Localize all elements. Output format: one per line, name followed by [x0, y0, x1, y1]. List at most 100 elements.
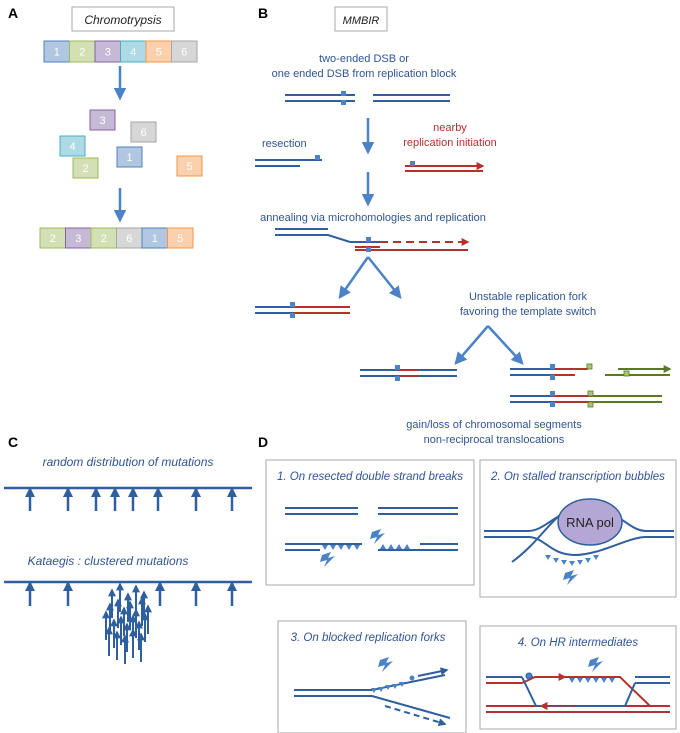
cytosine-deamination-mark — [392, 684, 398, 689]
cytosine-deamination-mark — [569, 561, 575, 566]
title-box-a — [71, 6, 175, 32]
segment-label: 5 — [186, 161, 192, 173]
segment-scatter: 3 6 42 1 5 — [59, 109, 203, 179]
panel-d-box-1 — [265, 459, 475, 586]
cytosine-deamination-mark — [371, 688, 377, 693]
hr-intermediate-diagram — [486, 657, 670, 713]
branch-arrow — [338, 256, 370, 300]
clustered-mutation-arrows — [25, 581, 237, 664]
replication-initiation-dna — [405, 161, 485, 172]
cytosine-deamination-mark — [330, 545, 336, 550]
segment-label: 1 — [152, 233, 158, 245]
cytosine-deamination-mark — [609, 678, 615, 683]
cytosine-deamination-mark — [385, 685, 391, 690]
segment-2: 2 — [69, 40, 96, 63]
cytosine-deamination-mark — [338, 545, 344, 550]
segment-4: 4 — [59, 135, 86, 157]
cytosine-deamination-mark — [561, 560, 567, 565]
title-box-b — [334, 6, 388, 32]
cytosine-deamination-mark — [601, 678, 607, 683]
cytosine-deamination-mark — [553, 558, 559, 563]
segment-label: 2 — [82, 163, 88, 175]
segment-label: 3 — [99, 115, 105, 127]
segment-label: 4 — [69, 141, 75, 153]
segment-2: 2 — [72, 157, 99, 179]
cytosine-deamination-mark — [569, 678, 575, 683]
cytosine-deamination-mark — [593, 678, 599, 683]
cytosine-deamination-mark — [404, 544, 410, 549]
segment-1: 1 — [43, 40, 70, 63]
cytosine-deamination-mark — [322, 545, 328, 550]
random-distribution-label: random distribution of mutations — [43, 455, 214, 469]
cytosine-deamination-mark — [585, 558, 591, 563]
segment-label: 2 — [101, 233, 107, 245]
panel-a-title: Chromotrypsis — [84, 13, 161, 27]
segment-label: 5 — [177, 233, 183, 245]
box3-title: 3. On blocked replication forks — [291, 632, 446, 644]
transcription-bubble-diagram: RNA pol — [484, 498, 674, 585]
segment-label: 2 — [79, 47, 85, 59]
rna-pol-label: RNA pol — [566, 515, 614, 530]
segment-6: 6 — [130, 121, 157, 143]
resection-label: resection — [262, 138, 307, 150]
panel-d: D 1. On resected double strand breaks 2.… — [258, 434, 677, 733]
segment-label: 6 — [126, 233, 132, 245]
segment-label: 3 — [75, 233, 81, 245]
segment-6: 6 — [171, 40, 198, 63]
nearby-label: nearby — [433, 122, 467, 134]
annealing-dna — [275, 228, 470, 252]
branch-arrow — [454, 325, 489, 365]
panel-b: B MMBIR two-ended DSB or one ended DSB f… — [255, 5, 672, 446]
unstable-fork-label-line1: Unstable replication fork — [469, 291, 588, 303]
kataegis-label: Kataegis : clustered mutations — [28, 554, 189, 568]
resected-dsb-diagram — [285, 507, 458, 567]
replication-initiation-label: replication initiation — [403, 137, 497, 149]
cytosine-deamination-mark — [346, 545, 352, 550]
cytosine-deamination-mark — [396, 544, 402, 549]
resected-dna — [255, 155, 322, 167]
cytosine-deamination-mark — [354, 545, 360, 550]
segment-5: 5 — [167, 227, 194, 249]
segment-3: 3 — [94, 40, 121, 63]
segment-6: 6 — [116, 227, 143, 249]
cytosine-deamination-mark — [380, 544, 386, 549]
segment-label: 3 — [105, 47, 111, 59]
outcome-right-dna — [510, 363, 672, 408]
segment-label: 1 — [54, 47, 60, 59]
random-mutation-arrows — [25, 487, 237, 511]
branch-left-dna — [255, 302, 350, 318]
cytosine-deamination-mark — [585, 678, 591, 683]
segment-label: 1 — [126, 152, 132, 164]
segment-row-bottom: 2 3 2 6 1 5 — [39, 227, 194, 249]
box2-title: 2. On stalled transcription bubbles — [490, 471, 665, 483]
blocked-fork-diagram — [294, 657, 451, 726]
segment-label: 2 — [50, 233, 56, 245]
branch-arrow — [487, 325, 524, 365]
outcome-left-dna — [360, 365, 457, 381]
segment-label: 4 — [130, 47, 136, 59]
segment-5: 5 — [145, 40, 172, 63]
segment-label: 6 — [181, 47, 187, 59]
segment-5: 5 — [176, 155, 203, 177]
dsb-label-line1: two-ended DSB or — [319, 53, 409, 65]
outcome-label-line1: gain/loss of chromosomal segments — [406, 419, 582, 431]
panel-letter-b: B — [258, 5, 268, 21]
rna-polymerase — [557, 498, 623, 546]
unstable-fork-label-line2: favoring the template switch — [460, 306, 596, 318]
panel-letter-d: D — [258, 434, 268, 450]
panel-c: C random distribution of mutations Katae… — [4, 434, 252, 664]
branch-arrow — [367, 256, 402, 299]
dsb-label-line2: one ended DSB from replication block — [272, 68, 457, 80]
cytosine-deamination-mark — [378, 687, 384, 692]
dsb-dna — [285, 91, 450, 105]
cytosine-deamination-mark — [577, 560, 583, 565]
panel-letter-a: A — [8, 5, 18, 21]
segment-1: 1 — [141, 227, 168, 249]
segment-4: 4 — [120, 40, 147, 63]
cytosine-deamination-mark — [593, 555, 599, 560]
segment-1: 1 — [116, 146, 143, 168]
box1-title: 1. On resected double strand breaks — [277, 471, 463, 483]
cytosine-deamination-mark — [577, 678, 583, 683]
cytosine-deamination-mark — [388, 544, 394, 549]
